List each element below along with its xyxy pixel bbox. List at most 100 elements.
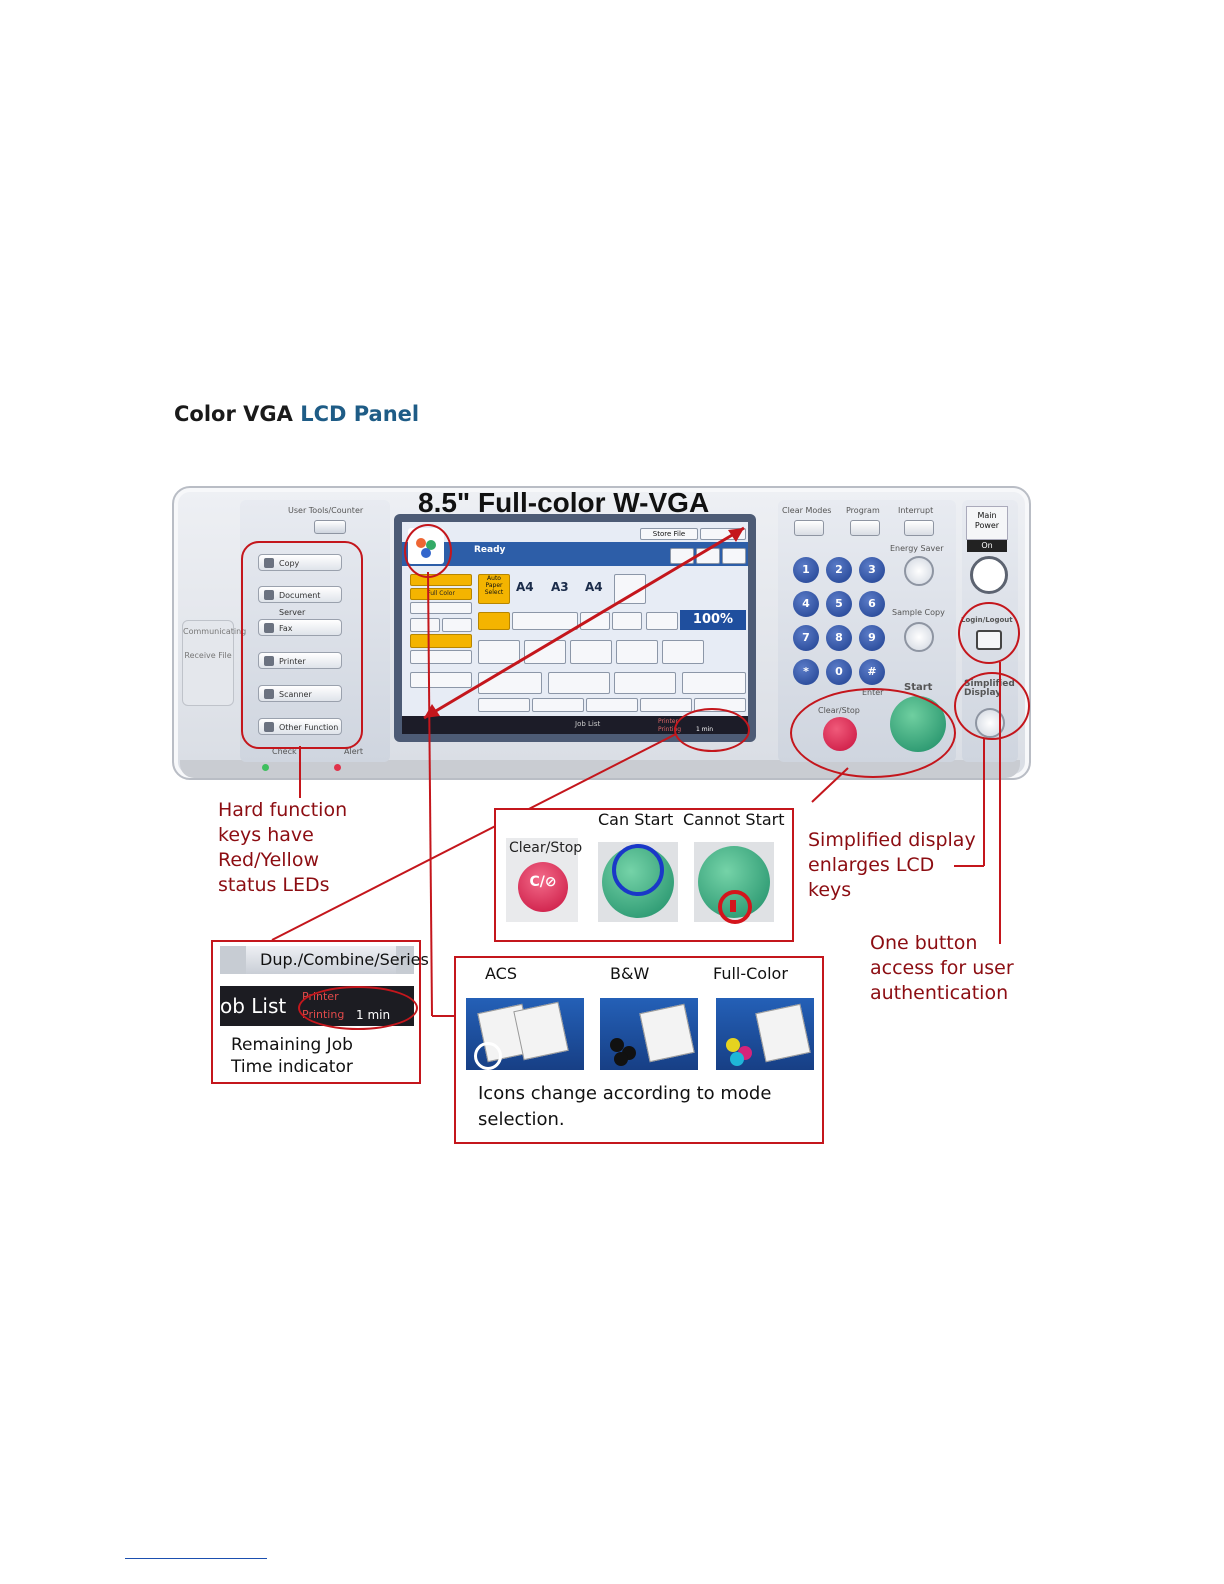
scanner-key[interactable]: Scanner [258, 685, 342, 702]
auto-reduce-button[interactable] [512, 612, 578, 630]
one-button-line-2: access for user [870, 957, 1014, 979]
control-panel-base [180, 760, 1020, 778]
document-server-key-label: Document Server [279, 591, 321, 617]
key-4[interactable]: 4 [793, 591, 819, 617]
tray-1-size: A4 [516, 580, 534, 594]
co-label: C/⊘ [529, 874, 557, 890]
login-highlight [958, 602, 1020, 664]
lcd-size-title: 8.5" Full-color W-VGA [418, 487, 710, 518]
key-2[interactable]: 2 [826, 557, 852, 583]
fax-key[interactable]: Fax [258, 619, 342, 636]
printer-key-label: Printer [279, 657, 306, 666]
user-tools-label: User Tools/Counter [288, 506, 364, 515]
lcd-tab-3[interactable] [586, 698, 638, 712]
lcd-printer-label: Printer [658, 718, 678, 725]
auto-size-button[interactable] [478, 612, 510, 630]
hard-function-line-1: Hard function [218, 799, 348, 821]
lcd-footer [402, 716, 748, 734]
key-star[interactable]: * [793, 659, 819, 685]
duplex-button-2[interactable] [524, 640, 566, 664]
series-button[interactable] [616, 640, 658, 664]
main-power-button[interactable] [970, 556, 1008, 594]
clear-modes-button[interactable] [794, 520, 824, 536]
auto-paper-label: Auto Paper Select [484, 575, 504, 596]
sort-button-2[interactable] [548, 672, 610, 694]
document-server-icon [264, 590, 274, 600]
hard-function-line-3: Red/Yellow [218, 849, 319, 871]
document-server-key[interactable]: Document Server [258, 586, 342, 617]
simplified-note: Simplified display enlarges LCD keys [808, 828, 976, 903]
fax-key-label: Fax [279, 624, 293, 633]
energy-saver-button[interactable] [904, 556, 934, 586]
hard-function-note: Hard function keys have Red/Yellow statu… [218, 798, 347, 898]
dup-menu-button[interactable] [662, 640, 704, 664]
copy-key[interactable]: Copy [258, 554, 342, 571]
store-file-button[interactable]: Store File [640, 528, 698, 540]
lcd-job-list[interactable]: Job List [575, 720, 601, 728]
key-9[interactable]: 9 [859, 625, 885, 651]
alert-status-label: Alert [344, 747, 364, 756]
duplex-button-1[interactable] [478, 640, 520, 664]
start-label: Start [904, 682, 933, 693]
black-white-button[interactable] [410, 602, 472, 614]
program-button[interactable] [850, 520, 880, 536]
program-label: Program [846, 506, 880, 515]
hard-function-line-4: status LEDs [218, 874, 330, 896]
full-color-button[interactable]: Full Color [410, 588, 472, 600]
user-tools-button[interactable] [314, 520, 346, 534]
text-mode-button[interactable] [410, 618, 440, 632]
main-power-label: Main Power [966, 506, 1008, 540]
job-list-crop-label: ob List [220, 994, 287, 1018]
zoom-step-button[interactable] [646, 612, 678, 630]
icons-change-line-2: selection. [478, 1109, 565, 1130]
lighter-darker-button[interactable] [410, 650, 472, 664]
punch-button[interactable] [682, 672, 746, 694]
acs-label: ACS [485, 964, 517, 983]
auto-paper-select-button[interactable]: Auto Paper Select [478, 574, 510, 604]
key-8[interactable]: 8 [826, 625, 852, 651]
acs-icon [466, 998, 584, 1070]
copy-key-label: Copy [279, 559, 300, 568]
mode-icon-highlight [404, 524, 452, 578]
scanner-icon [264, 689, 274, 699]
one-button-line-1: One button [870, 932, 978, 954]
one-button-note: One button access for user authenticatio… [870, 931, 1014, 1006]
interrupt-label: Interrupt [898, 506, 934, 515]
section-heading: Color VGA LCD Panel [174, 402, 419, 426]
printer-key[interactable]: Printer [258, 652, 342, 669]
lcd-tab-2[interactable] [532, 698, 584, 712]
reduce-button[interactable] [580, 612, 610, 630]
key-hash[interactable]: # [859, 659, 885, 685]
key-1[interactable]: 1 [793, 557, 819, 583]
remaining-job-note: Remaining Job Time indicator [231, 1034, 353, 1078]
interrupt-button[interactable] [904, 520, 934, 536]
lcd-tab-4[interactable] [640, 698, 692, 712]
on-indicator: On [967, 540, 1007, 552]
lcd-tab-1[interactable] [478, 698, 530, 712]
icon-leader-vertical [427, 571, 433, 1017]
communicating-label: Communicating [183, 627, 247, 636]
combine-button[interactable] [570, 640, 612, 664]
hard-function-line-2: keys have [218, 824, 314, 846]
staple-button[interactable] [614, 672, 676, 694]
tray-3-size: A4 [585, 580, 603, 594]
simplified-highlight [954, 672, 1030, 740]
sample-copy-button[interactable] [904, 622, 934, 652]
key-6[interactable]: 6 [859, 591, 885, 617]
enlarge-button[interactable] [612, 612, 642, 630]
special-original-button[interactable] [410, 634, 472, 648]
check-led [262, 764, 269, 771]
key-3[interactable]: 3 [859, 557, 885, 583]
key-7[interactable]: 7 [793, 625, 819, 651]
remaining-job-line-1: Remaining Job [231, 1035, 353, 1055]
density-slider[interactable] [410, 672, 472, 688]
other-function-key[interactable]: Other Function [258, 718, 342, 735]
lcd-button-c[interactable] [722, 548, 746, 564]
icons-change-line-1: Icons change according to mode [478, 1083, 772, 1104]
bw-label: B&W [610, 964, 650, 983]
photo-mode-button[interactable] [442, 618, 472, 632]
key-0[interactable]: 0 [826, 659, 852, 685]
full-color-icon [716, 998, 814, 1070]
key-5[interactable]: 5 [826, 591, 852, 617]
